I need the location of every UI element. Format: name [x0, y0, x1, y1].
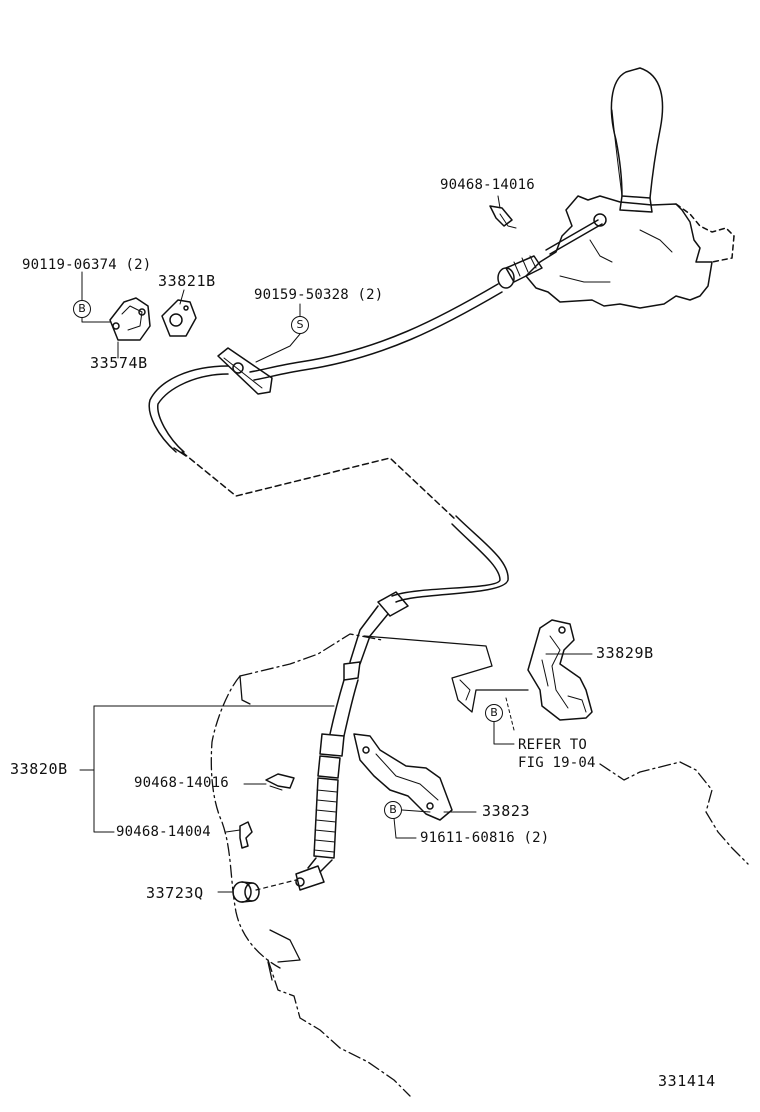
part-label-33829b: 33829B	[596, 644, 654, 662]
part-label-90468-14004: 90468-14004	[116, 824, 211, 840]
part-label-33823: 33823	[482, 802, 531, 820]
retainer-33574b	[109, 297, 151, 341]
refer-note-line2: FIG 19-04	[518, 755, 596, 771]
cable-loop	[148, 365, 229, 457]
shift-lever-assembly	[525, 67, 735, 309]
clip-90468-14016-top	[489, 205, 517, 229]
refer-note-line1: REFER TO	[518, 737, 588, 753]
part-label-90159-50328: 90159-50328 (2)	[254, 287, 384, 303]
part-label-33723q: 33723Q	[146, 884, 204, 902]
bracket-33823	[353, 733, 453, 821]
cable-break-dashline	[181, 451, 457, 521]
clip-90468-14004	[239, 821, 253, 849]
part-label-90468-14016-top: 90468-14016	[440, 177, 535, 193]
part-label-33821b: 33821B	[158, 272, 216, 290]
cable-bracket-line	[363, 635, 529, 713]
marker-b-bracket: B	[384, 801, 402, 819]
clip-90468-14016-low	[265, 773, 295, 791]
plate-33821b	[161, 299, 197, 337]
part-label-33820b: 33820B	[10, 760, 68, 778]
part-label-90119-06374: 90119-06374 (2)	[22, 257, 152, 273]
part-label-33574b: 33574B	[90, 354, 148, 372]
part-label-90468-14016-low: 90468-14016	[134, 775, 229, 791]
cable-grommet	[217, 347, 273, 395]
transmission-detail	[239, 675, 301, 981]
bushing-33723q	[232, 881, 260, 903]
marker-b-bolt: B	[73, 300, 91, 318]
part-label-91611-60816: 91611-60816 (2)	[420, 830, 550, 846]
leader-lines	[79, 195, 593, 893]
bracket-33829b	[527, 619, 593, 721]
transmission-outline	[210, 633, 749, 1097]
lower-cable	[295, 515, 509, 891]
upper-cable	[249, 213, 607, 381]
figure-number: 331414	[658, 1072, 716, 1090]
marker-s-screw: S	[291, 316, 309, 334]
marker-b-refer: B	[485, 704, 503, 722]
